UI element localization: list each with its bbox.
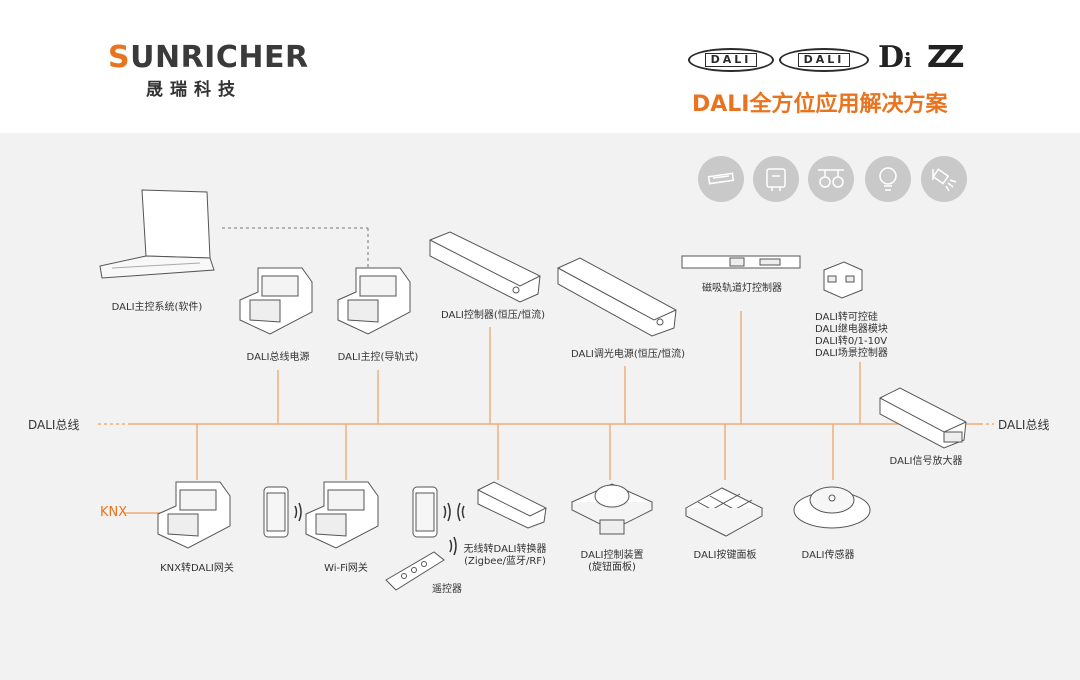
dimming-driver-image xyxy=(557,257,677,337)
laptop-image xyxy=(99,189,215,279)
led-strip-icon xyxy=(698,156,744,202)
knx-gateway-image xyxy=(157,481,231,549)
rotary-panel-label-1: DALI控制装置 xyxy=(580,550,644,561)
d4i-logo: Di xyxy=(878,40,912,75)
magnetic-track-controller-image xyxy=(681,255,801,269)
sensor-label: DALI传感器 xyxy=(801,550,855,561)
zigbee-logo: ZZ xyxy=(927,40,964,75)
wireless-converter-image xyxy=(477,481,547,529)
spotlight-icon xyxy=(808,156,854,202)
headline: DALI全方位应用解决方案 xyxy=(692,92,948,117)
bus-label-right: DALI总线 xyxy=(998,418,1050,432)
keypad-panel-label: DALI按键面板 xyxy=(693,550,757,561)
converter-module-label-4: DALI场景控制器 xyxy=(815,348,888,359)
keypad-panel-image xyxy=(684,487,764,537)
wireless-converter-label-1: 无线转DALI转换器 xyxy=(463,544,547,555)
bus-power-supply-image xyxy=(239,267,313,335)
magnetic-track-controller-label: 磁吸轨道灯控制器 xyxy=(702,283,782,294)
bulb-icon xyxy=(865,156,911,202)
amplifier-image xyxy=(879,387,967,449)
converter-module-label-2: DALI继电器模块 xyxy=(815,324,888,335)
dali-logo: DALI xyxy=(688,48,774,72)
converter-module-image xyxy=(823,261,863,299)
header: SUNRICHER 晟瑞科技 DALI DALI Di ZZ DALI全方位应用… xyxy=(0,0,1080,133)
downlight-icon xyxy=(753,156,799,202)
converter-module-label-1: DALI转可控硅 xyxy=(815,312,878,323)
brand-chinese-name: 晟瑞科技 xyxy=(146,80,242,100)
converter-module-label-3: DALI转0/1-10V xyxy=(815,336,888,347)
dali-controller-label: DALI控制器(恒压/恒流) xyxy=(440,310,546,321)
remote-label: 遥控器 xyxy=(432,584,462,595)
wifi-phone-image xyxy=(263,486,289,538)
dimming-driver-label: DALI调光电源(恒压/恒流) xyxy=(570,349,686,360)
din-rail-controller-label: DALI主控(导轨式) xyxy=(337,352,419,363)
amplifier-label: DALI信号放大器 xyxy=(889,456,963,467)
bus-power-supply-label: DALI总线电源 xyxy=(246,352,310,363)
knx-label: KNX xyxy=(100,505,128,520)
dali-controller-image xyxy=(429,231,541,303)
remote-image xyxy=(385,551,445,591)
knx-gateway-label: KNX转DALI网关 xyxy=(160,563,234,574)
sensor-image xyxy=(793,486,871,529)
wireless-converter-label-2: (Zigbee/蓝牙/RF) xyxy=(464,556,546,567)
wifi-gateway-image xyxy=(305,481,379,549)
rotary-panel-label-2: (旋钮面板) xyxy=(588,562,636,573)
converter-phone-image xyxy=(412,486,438,538)
track-light-icon xyxy=(921,156,967,202)
din-rail-controller-image xyxy=(337,267,411,335)
laptop-label: DALI主控系统(软件) xyxy=(111,302,203,313)
rotary-panel-image xyxy=(570,483,654,535)
bus-label-left: DALI总线 xyxy=(28,418,80,432)
wifi-gateway-label: Wi-Fi网关 xyxy=(324,563,368,574)
brand-logo: SUNRICHER xyxy=(108,40,309,75)
dali-2-logo: DALI xyxy=(779,48,869,72)
